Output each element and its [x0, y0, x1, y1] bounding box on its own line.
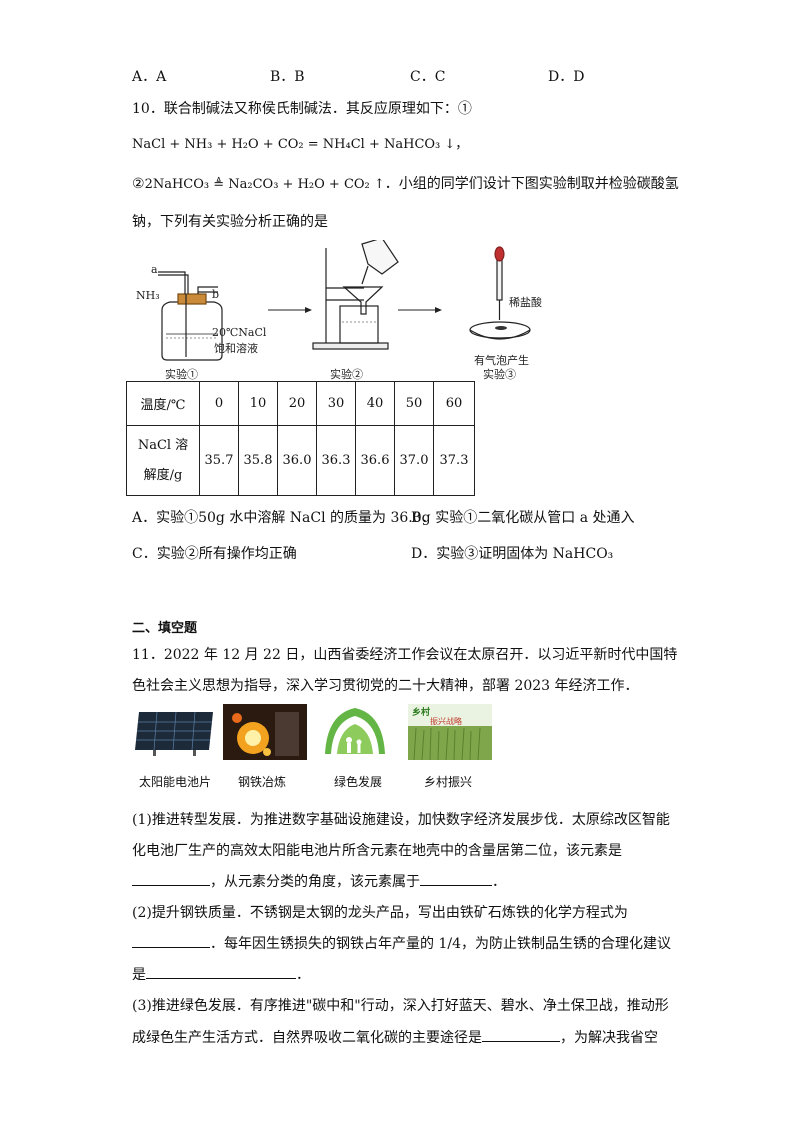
q11-p3-line2: 成绿色生产生活方式．自然界吸收二氧化碳的主要途径是 ，为解决我省空: [132, 1027, 658, 1047]
solar-panel-image: [135, 711, 213, 756]
q10-stem-line2: ．小组的同学们设计下图实验制取并检验碳酸氢: [384, 176, 679, 192]
q10-equation-1: NaCl + NH₃ + H₂O + CO₂ = NH₄Cl + NaHCO₃ …: [132, 137, 469, 152]
filtration-apparatus: [312, 240, 399, 350]
option-d: D．D: [548, 69, 585, 85]
table-cell: 60: [433, 381, 475, 426]
table-cell: 36.0: [277, 425, 317, 496]
figure-label-exp2: 实验②: [330, 368, 363, 381]
figure-label-hcl: 稀盐酸: [509, 296, 542, 309]
q10-stem-line3: 钠，下列有关实验分析正确的是: [132, 214, 328, 230]
table-cell: 0: [199, 381, 239, 426]
table-header-temp: 温度/℃: [126, 381, 200, 426]
table-cell: 36.3: [316, 425, 356, 496]
table-cell: 35.8: [238, 425, 278, 496]
q11-p3-end: ，为解决我省空: [560, 1030, 658, 1046]
q10-stem-line1: 10．联合制碱法又称侯氏制碱法．其反应原理如下：①: [132, 101, 472, 117]
answer-blank[interactable]: [482, 1027, 560, 1042]
table-cell: 40: [355, 381, 395, 426]
q11-p1-line3: ，从元素分类的角度，该元素属于 ．: [132, 871, 506, 891]
caption-rural: 乡村振兴: [424, 775, 473, 789]
gas-wash-bottle: [158, 271, 223, 361]
q11-intro-line2: 色社会主义思想为指导，深入学习贯彻党的二十大精神，部署 2023 年经济工作．: [132, 678, 639, 694]
table-cell: 36.6: [355, 425, 395, 496]
evaporating-dish-with-dropper: [469, 246, 531, 340]
q11-intro-line1: 11．2022 年 12 月 22 日，山西省委经济工作会议在太原召开．以习近平…: [132, 647, 678, 663]
q11-p2-start: 是: [132, 967, 146, 983]
figure-label-exp1: 实验①: [165, 368, 198, 381]
q10-equation-2-line: ②2NaHCO₃ ≜ Na₂CO₃ + H₂O + CO₂ ↑．小组的同学们设计…: [132, 173, 679, 193]
caption-green: 绿色发展: [334, 775, 383, 789]
solubility-table: 温度/℃ 0 10 20 30 40 50 60 NaCl 溶 解度/g 35.…: [126, 381, 475, 496]
table-cell: 35.7: [199, 425, 239, 496]
q11-p2-line3: 是．: [132, 964, 310, 984]
section-title: 二、填空题: [132, 621, 198, 636]
table-header-solubility: NaCl 溶 解度/g: [126, 425, 200, 496]
q10-equation-2: 2NaHCO₃ ≜ Na₂CO₃ + H₂O + CO₂ ↑: [144, 177, 385, 192]
figure-label-saturated: 饱和溶液: [214, 342, 258, 355]
table-cell: 20: [277, 381, 317, 426]
table-header-solubility-l1: NaCl 溶: [137, 437, 189, 453]
q11-p1-line1: (1)推进转型发展．为推进数字基础设施建设，加快数字经济发展步伐．太原综改区智能: [132, 812, 670, 828]
table-cell: 50: [394, 381, 434, 426]
caption-solar: 太阳能电池片: [139, 775, 212, 789]
option-b: B．B: [270, 69, 305, 85]
q10-option-c: C．实验②所有操作均正确: [132, 546, 297, 562]
table-cell: 37.0: [394, 425, 434, 496]
q11-p3-text: 成绿色生产生活方式．自然界吸收二氧化碳的主要途径是: [132, 1030, 482, 1046]
q10-option-a: A．实验①50g 水中溶解 NaCl 的质量为 36.0g: [132, 510, 431, 526]
answer-blank[interactable]: [132, 933, 210, 948]
q11-p1-end: ．: [492, 874, 506, 890]
caption-steel: 钢铁冶炼: [238, 775, 287, 789]
q11-p1-line2: 化电池厂生产的高效太阳能电池片所含元素在地壳中的含量居第二位，该元素是: [132, 843, 622, 859]
table-cell: 30: [316, 381, 356, 426]
green-development-image: [321, 704, 389, 760]
circle-2: ②: [132, 176, 145, 192]
q11-p2-line1: (2)提升钢铁质量．不锈钢是太钢的龙头产品，写出由铁矿石炼铁的化学方程式为: [132, 905, 628, 921]
q11-p2-line2: ．每年因生锈损失的钢铁占年产量的 1/4，为防止铁制品生锈的合理化建议: [132, 933, 671, 953]
poster-text-2: 振兴战略: [430, 716, 462, 726]
answer-blank[interactable]: [420, 871, 492, 886]
q11-p2-end: ．: [296, 967, 310, 983]
q11-p2-mid: ．每年因生锈损失的钢铁占年产量的 1/4，为防止铁制品生锈的合理化建议: [210, 936, 671, 952]
table-row: 温度/℃ 0 10 20 30 40 50 60: [126, 381, 475, 426]
figure-label-a: a: [151, 263, 158, 276]
answer-blank[interactable]: [146, 964, 296, 979]
option-c: C．C: [410, 69, 446, 85]
rural-revitalization-image: 乡村 振兴战略: [408, 704, 492, 760]
answer-blank[interactable]: [132, 871, 210, 886]
q11-p3-line1: (3)推进绿色发展．有序推进"碳中和"行动，深入打好蓝天、碧水、净土保卫战，推动…: [132, 998, 669, 1014]
table-cell: 37.3: [433, 425, 475, 496]
table-row: NaCl 溶 解度/g 35.7 35.8 36.0 36.3 36.6 37.…: [126, 425, 475, 496]
poster-text-1: 乡村: [412, 706, 430, 718]
table-header-solubility-l2: 解度/g: [143, 467, 183, 483]
steel-smelting-image: [223, 704, 307, 760]
figure-label-exp3: 实验③: [483, 368, 516, 381]
q11-p1-mid: ，从元素分类的角度，该元素属于: [210, 874, 420, 890]
figure-label-nh3: NH₃: [136, 289, 160, 302]
table-cell: 10: [238, 381, 278, 426]
figure-label-bubbles: 有气泡产生: [474, 354, 529, 367]
figure-label-b: b: [212, 288, 220, 301]
q10-option-d: D．实验③证明固体为 NaHCO₃: [411, 546, 614, 562]
q10-option-b: B．实验①二氧化碳从管口 a 处通入: [411, 510, 635, 526]
experiment-figure: [158, 240, 531, 361]
option-a: A．A: [132, 69, 167, 85]
figure-label-nacl: 20℃NaCl: [212, 326, 267, 339]
